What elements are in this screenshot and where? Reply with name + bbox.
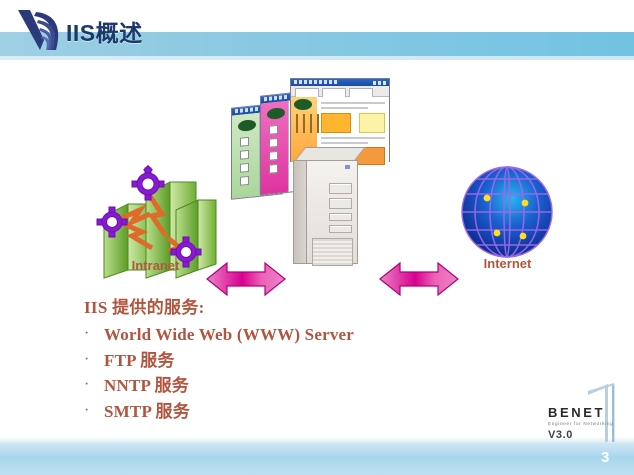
benet-logo: BENET Engineer for Networking V3.0 <box>548 405 614 441</box>
window-tabbar <box>291 86 389 97</box>
list-item-label: SMTP 服务 <box>104 401 190 421</box>
intranet-network-icon <box>88 152 223 282</box>
benet-version: V3.0 <box>548 429 574 441</box>
list-item: · World Wide Web (WWW) Server <box>84 325 514 345</box>
bullet-icon: · <box>84 350 90 368</box>
list-item: · SMTP 服务 <box>84 402 514 422</box>
internet-globe-icon <box>455 160 560 265</box>
list-item: · NNTP 服务 <box>84 376 514 396</box>
page-title: IIS概述 <box>66 20 143 46</box>
bullet-icon: · <box>84 325 90 342</box>
list-item-label: FTP 服务 <box>104 350 175 370</box>
benet-tagline: Engineer for Networking <box>548 421 614 426</box>
double-arrow-icon-left <box>205 256 287 302</box>
footer-band <box>0 437 634 475</box>
content-heading: IIS 提供的服务: <box>84 298 205 317</box>
diagram-area: Intranet <box>0 60 634 297</box>
server-tower-icon <box>293 147 369 272</box>
benet-mark-icon <box>584 382 618 444</box>
page-number: 3 <box>601 449 610 466</box>
double-arrow-icon-right <box>378 256 460 302</box>
list-item-label: NNTP 服务 <box>104 376 189 396</box>
benet-swoosh-icon <box>16 6 74 54</box>
window-titlebar <box>291 79 389 86</box>
content-block: IIS 提供的服务: · World Wide Web (WWW) Server… <box>84 293 514 427</box>
list-item: · FTP 服务 <box>84 351 514 371</box>
bullet-icon: · <box>84 401 90 419</box>
list-item-label: World Wide Web (WWW) Server <box>104 325 355 344</box>
header-band <box>0 32 634 60</box>
benet-brand: BENET <box>548 405 606 420</box>
internet-label: Internet <box>483 256 532 271</box>
intranet-label: Intranet <box>131 258 180 273</box>
bullet-icon: · <box>84 376 90 394</box>
